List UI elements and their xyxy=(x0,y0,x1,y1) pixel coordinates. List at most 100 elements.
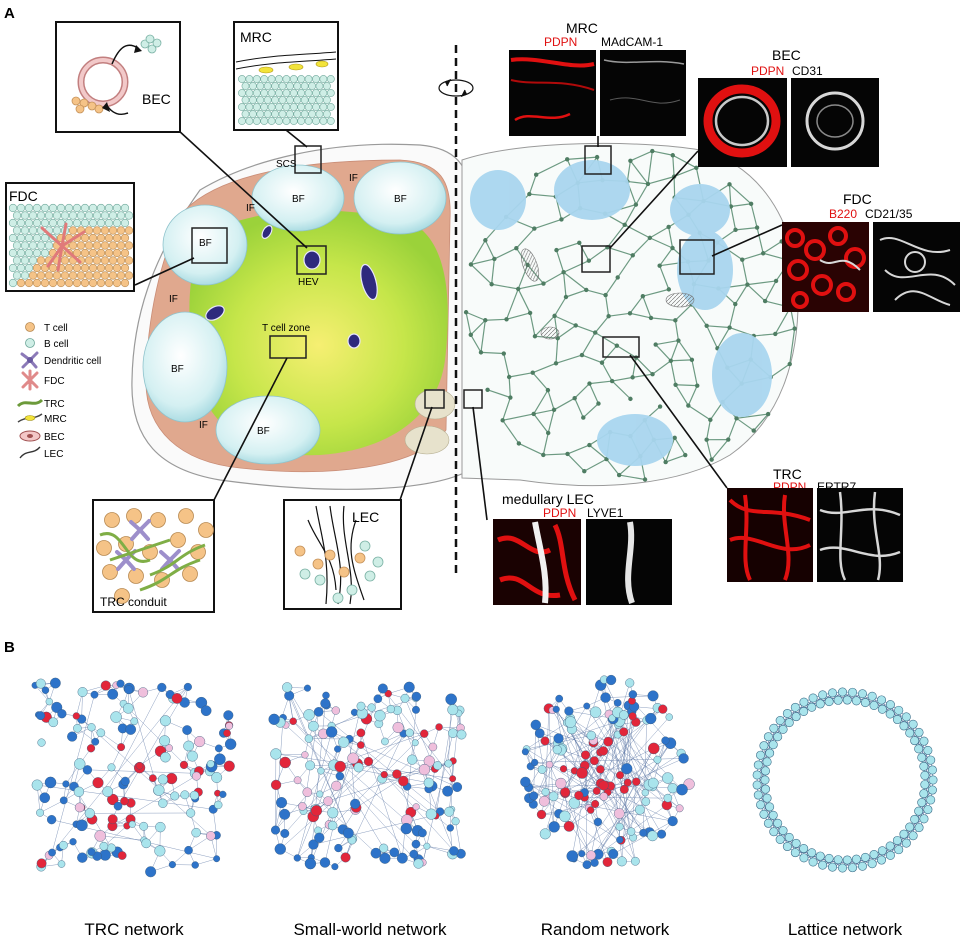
network-edge xyxy=(339,775,419,864)
network-node xyxy=(305,760,316,771)
stromal-node xyxy=(573,323,578,328)
b-cell xyxy=(16,248,26,258)
stromal-fibre xyxy=(581,354,603,364)
stromal-fibre xyxy=(750,203,758,228)
t-cell xyxy=(178,508,194,524)
stromal-fibre xyxy=(649,237,673,249)
network-node xyxy=(667,816,678,827)
stromal-fibre xyxy=(518,442,544,456)
network-node xyxy=(274,843,286,855)
stromal-fibre xyxy=(515,228,535,249)
inset-trc-label: TRC conduit xyxy=(100,595,167,609)
network-node xyxy=(411,691,422,702)
network-node xyxy=(87,723,96,732)
b-cell xyxy=(88,218,98,228)
network-node xyxy=(157,774,168,785)
t-cell xyxy=(120,263,130,273)
t-cell xyxy=(120,278,130,288)
stain-trc-title: TRC xyxy=(773,466,802,482)
b-cell xyxy=(238,89,246,97)
t-cell xyxy=(84,226,94,235)
b-cell xyxy=(238,103,246,111)
network-node xyxy=(206,831,216,841)
network-node xyxy=(641,797,651,806)
b-cell xyxy=(275,117,283,125)
stromal-node xyxy=(500,418,505,423)
b-cell xyxy=(8,263,18,273)
network-node xyxy=(280,829,290,838)
stromal-node xyxy=(616,472,622,478)
stromal-fibre xyxy=(629,295,644,314)
lattice-node xyxy=(765,802,775,812)
network-node xyxy=(195,696,208,709)
network-edge xyxy=(353,733,425,759)
stromal-node xyxy=(531,411,536,417)
network-node xyxy=(598,746,609,756)
inset-fdc-label: FDC xyxy=(9,188,38,204)
lattice-node xyxy=(905,728,915,738)
lattice-node xyxy=(919,736,929,746)
stromal-fibre xyxy=(584,458,607,472)
stromal-fibre xyxy=(574,397,584,418)
network-node xyxy=(428,742,438,752)
legend-label: LEC xyxy=(44,449,63,460)
b-cell xyxy=(12,256,22,265)
lattice-node xyxy=(815,699,825,709)
t-cell xyxy=(48,263,58,273)
network-node xyxy=(676,783,688,796)
network-node xyxy=(141,838,152,849)
stromal-node xyxy=(668,358,674,363)
stromal-node xyxy=(760,251,766,256)
stromal-fibre xyxy=(626,160,631,182)
stromal-node xyxy=(657,404,663,409)
network-node xyxy=(521,748,529,756)
network-node xyxy=(313,707,324,717)
b-cell xyxy=(308,110,316,118)
network-node xyxy=(423,755,435,767)
t-cell xyxy=(88,248,98,258)
network-node xyxy=(35,678,46,689)
network-node xyxy=(568,797,580,809)
b-cell xyxy=(24,218,34,228)
t-cell xyxy=(72,278,82,288)
lattice-node xyxy=(920,770,930,780)
b-cell xyxy=(20,226,30,235)
stromal-node xyxy=(666,287,672,292)
network-node xyxy=(591,799,600,808)
t-cell xyxy=(104,233,114,243)
b-cell xyxy=(275,103,283,111)
stromal-node xyxy=(564,157,570,162)
network-node xyxy=(314,832,325,843)
network-node xyxy=(139,821,149,831)
b-cell xyxy=(72,203,82,213)
stromal-node xyxy=(657,263,662,268)
network-node xyxy=(73,786,85,797)
stromal-fibre xyxy=(611,380,631,400)
b-cell xyxy=(238,117,246,125)
stromal-fibre xyxy=(588,246,608,262)
legend-label: BEC xyxy=(44,432,65,443)
lattice-node xyxy=(773,732,783,742)
stromal-fibre xyxy=(567,453,585,472)
b-cell xyxy=(44,241,54,250)
lattice-node xyxy=(773,818,783,828)
lattice-node xyxy=(899,721,909,731)
lattice-node xyxy=(901,838,911,848)
stromal-fibre xyxy=(747,280,777,286)
network-node xyxy=(377,683,388,694)
stromal-fibre xyxy=(506,312,531,320)
network-node xyxy=(171,693,183,704)
stromal-fibre xyxy=(494,247,517,260)
stromal-node xyxy=(483,238,488,243)
lattice-node xyxy=(775,715,785,725)
network-node xyxy=(412,705,420,714)
stromal-fibre xyxy=(533,413,549,434)
b-cell xyxy=(312,103,320,111)
marker-box-hev xyxy=(296,245,327,275)
lattice-node xyxy=(926,795,936,805)
lattice-node xyxy=(848,863,858,873)
lattice-node xyxy=(808,693,818,703)
b-cell xyxy=(28,256,38,265)
stromal-fibre xyxy=(567,444,590,455)
stromal-fibre xyxy=(627,180,649,185)
